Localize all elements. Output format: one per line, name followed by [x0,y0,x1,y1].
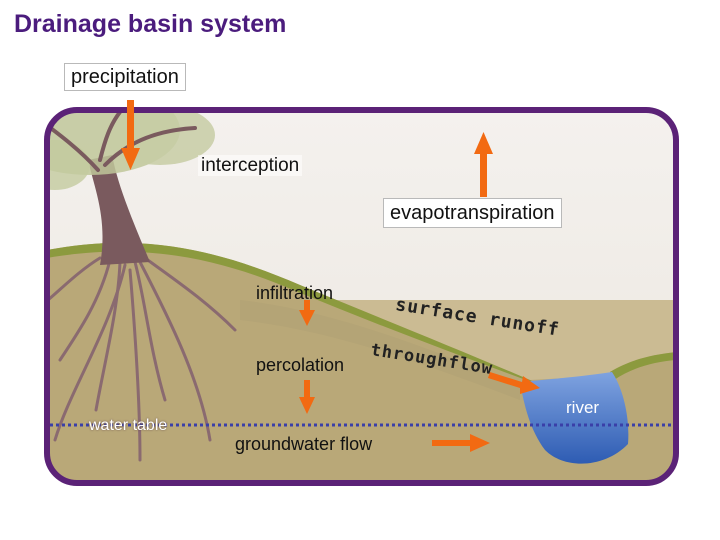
groundwater-flow-arrow [432,434,490,452]
evapotranspiration-label: evapotranspiration [383,198,562,228]
interception-label: interception [198,155,303,176]
diagram-frame [44,107,679,486]
groundwater-flow-label: groundwater flow [235,434,373,454]
river-channel [520,372,629,464]
infiltration-label: infiltration [256,283,334,303]
right-bank [610,352,676,483]
precipitation-label: precipitation [64,63,186,91]
percolation-arrow [299,380,315,414]
tree-trunk [88,155,150,265]
throughflow-arrow [488,372,540,394]
evapotranspiration-arrow [474,132,493,197]
precipitation-arrow [121,100,140,170]
percolation-label: percolation [256,355,345,375]
soil-band [240,300,520,400]
tree-roots [47,256,237,462]
infiltration-arrow [299,300,315,326]
tree-branches [47,110,197,172]
right-bank-grass [610,352,676,380]
water-table-label: water table [89,417,168,434]
hillslope [47,242,676,483]
river-label: river [566,398,600,417]
diagram-title: Drainage basin system [14,10,287,38]
